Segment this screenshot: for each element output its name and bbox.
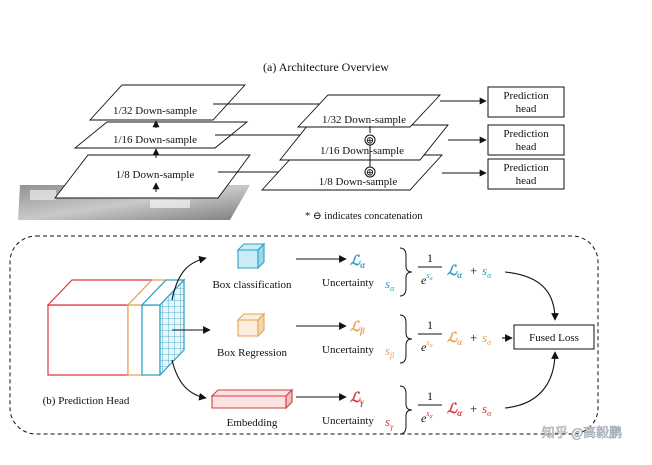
brace-gamma	[399, 385, 413, 435]
concat-glyph: ⊕	[366, 168, 374, 179]
uncertainty-s-beta: sβ	[385, 343, 394, 360]
prediction-head-line1: Prediction	[503, 162, 549, 174]
classification-cube-icon	[236, 242, 266, 270]
arrow-from-gamma-to-fused	[504, 351, 559, 409]
embedding-bar-icon	[210, 388, 294, 410]
right-label-1-16: 1/16 Down-sample	[320, 145, 404, 157]
svg-text:+: +	[470, 330, 477, 345]
brace-beta	[399, 314, 413, 364]
formula-gamma: 1 esα ℒα + sα	[418, 389, 492, 425]
left-label-1-8: 1/8 Down-sample	[116, 169, 195, 181]
formula-alpha: 1 esα ℒα + sα	[418, 251, 492, 287]
svg-text:esα: esα	[421, 409, 433, 425]
fused-loss-box	[513, 324, 595, 350]
prediction-head-box	[487, 124, 565, 156]
svg-text:sα: sα	[482, 330, 492, 347]
concat-glyph: ⊕	[366, 136, 374, 147]
loss-symbol-gamma: ℒγ	[350, 391, 364, 407]
svg-text:esα: esα	[421, 271, 433, 287]
svg-text:+: +	[470, 401, 477, 416]
uncertainty-label-beta: Uncertainty	[322, 344, 374, 356]
formula-beta: 1 esα ℒα + sα	[418, 318, 492, 354]
cube-front-red	[47, 304, 129, 376]
concat-symbol-1-8	[364, 166, 376, 178]
svg-text:sα: sα	[482, 263, 492, 280]
prediction-head-box	[487, 86, 565, 118]
prediction-head-line2: head	[516, 141, 537, 153]
right-plane-1-32	[296, 94, 442, 128]
prediction-head-box	[487, 158, 565, 190]
uncertainty-label-gamma: Uncertainty	[322, 415, 374, 427]
svg-text:ℒα: ℒα	[447, 331, 463, 347]
prediction-head-line1: Prediction	[503, 90, 549, 102]
svg-text:sα: sα	[482, 401, 492, 418]
svg-text:1: 1	[427, 318, 433, 332]
left-plane-1-16	[73, 121, 249, 149]
right-label-1-32: 1/32 Down-sample	[322, 114, 406, 126]
branch-name-regression: Box Regression	[217, 347, 287, 359]
branch-name-embedding: Embedding	[227, 417, 278, 429]
svg-text:ℒα: ℒα	[447, 402, 463, 418]
svg-text:ℒα: ℒα	[447, 264, 463, 280]
prediction-head-panel	[9, 235, 599, 435]
cube-front-teal	[141, 304, 161, 376]
prediction-head-line1: Prediction	[503, 128, 549, 140]
brace-alpha	[399, 247, 413, 297]
loss-symbol-alpha: ℒα	[350, 254, 366, 270]
architecture-title: (a) Architecture Overview	[263, 60, 389, 74]
right-plane-1-8	[260, 154, 444, 191]
left-label-1-16: 1/16 Down-sample	[113, 134, 197, 146]
uncertainty-s-gamma: sγ	[385, 414, 394, 431]
arrow-to-classification	[171, 255, 207, 301]
right-label-1-8: 1/8 Down-sample	[319, 176, 398, 188]
prediction-head-title: (b) Prediction Head	[43, 395, 130, 407]
right-plane-1-16	[279, 124, 449, 161]
concat-note: * ⊖ indicates concatenation	[305, 211, 423, 222]
photo-car	[150, 200, 190, 208]
prediction-head-line2: head	[516, 103, 537, 115]
left-plane-1-32	[88, 84, 247, 121]
arrow-from-alpha-to-fused	[504, 271, 559, 321]
uncertainty-s-alpha: sα	[385, 276, 395, 293]
uncertainty-label-alpha: Uncertainty	[322, 277, 374, 289]
cube-side-grid	[159, 278, 185, 377]
branch-name-classification: Box classification	[212, 279, 292, 291]
arrow-to-embedding	[171, 359, 207, 401]
svg-text:esα: esα	[421, 338, 433, 354]
svg-text:1: 1	[427, 251, 433, 265]
loss-symbol-beta: ℒβ	[350, 320, 365, 336]
fused-loss-label: Fused Loss	[529, 332, 579, 344]
regression-cube-icon	[236, 312, 266, 338]
cube-front-orange	[127, 304, 143, 376]
left-plane-1-8	[54, 154, 251, 199]
svg-text:+: +	[470, 263, 477, 278]
prediction-head-line2: head	[516, 175, 537, 187]
photo-car	[30, 190, 56, 200]
svg-text:1: 1	[427, 389, 433, 403]
watermark: 知乎 @高毅鹏	[542, 425, 622, 440]
left-label-1-32: 1/32 Down-sample	[113, 105, 197, 117]
